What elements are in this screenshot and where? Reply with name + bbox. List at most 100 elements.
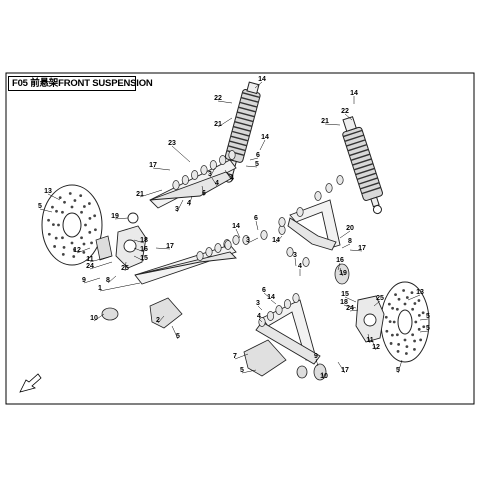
disc-hole [404,352,408,355]
callout-4: 4 [215,180,219,187]
leader-line [367,333,371,344]
disc-hole [88,230,92,234]
leader-line [344,296,357,303]
disc-hole [403,338,407,342]
leader-line [258,318,263,323]
callout-10: 10 [320,373,328,380]
callout-17: 17 [149,162,157,169]
callout-18: 18 [140,237,148,244]
leader-line [324,123,341,126]
disc-hole [397,297,401,301]
callout-14: 14 [267,294,275,301]
callout-16: 16 [140,246,148,253]
callout-13: 13 [44,188,52,195]
callout-4: 4 [257,313,261,320]
callout-5: 5 [426,325,430,332]
bushing [283,299,292,309]
disc-hole [53,245,57,248]
disc-hole [47,232,51,236]
leader-line [211,177,218,187]
leader-line [201,185,205,197]
bushing [242,235,250,245]
callout-8: 8 [348,238,352,245]
leader-line [373,300,381,307]
disc-hole [88,216,92,220]
disc-hole [61,210,64,214]
disc-hole [384,315,388,319]
leader-line [124,261,127,272]
callout-18: 18 [340,299,348,306]
disc-hole [80,210,83,214]
disc-hole [394,293,397,297]
leader-line [39,208,53,213]
disc-hole [387,302,391,306]
disc-hole [80,236,83,240]
disc-hole [417,327,421,331]
bushing [292,293,300,303]
callout-3: 3 [256,300,260,307]
leader-line [83,277,101,284]
leader-line [171,325,179,340]
callout-5: 5 [38,203,42,210]
callout-22: 22 [214,95,222,102]
disc-hole [385,329,389,333]
right-skid-plate [243,339,287,377]
callout-10: 10 [90,315,98,322]
leader-line [133,255,145,262]
bushing [286,247,294,257]
leader-line [339,267,344,277]
callout-21: 21 [321,118,329,125]
leader-line [217,117,233,128]
left-skid-plate [149,297,183,329]
left-steering-knuckle [115,212,147,269]
bushing [214,243,222,253]
disc-hole [58,196,62,200]
leader-line [176,199,184,213]
direction-arrow-icon [19,373,42,393]
disc-hole [411,307,415,311]
leader-line [349,249,363,252]
callout-12: 12 [372,344,380,351]
leader-line [188,195,193,207]
callout-12: 12 [73,247,81,254]
left-upper-a-arm [149,159,237,209]
disc-hole [403,302,407,306]
leader-lines [39,81,429,380]
bushing [191,170,199,180]
leader-line [152,167,171,171]
bushing [196,251,204,261]
callout-23: 23 [168,140,176,147]
callout-24: 24 [86,263,94,270]
bushing [296,207,304,217]
disc-hole [68,192,72,195]
right-lower-a-arm [255,299,321,365]
callout-21: 21 [136,191,144,198]
disc-hole [395,307,399,311]
leader-line [133,239,145,244]
leader-line [247,237,259,244]
disc-hole [410,291,414,295]
disc-hole [62,246,66,249]
disc-hole [413,339,416,343]
bushing [278,225,286,235]
bushing [209,160,217,170]
disc-hole [61,236,64,240]
callout-17: 17 [358,245,366,252]
callout-14: 14 [258,76,266,83]
disc-hole [422,325,426,329]
leader-line [217,100,233,104]
callout-1: 1 [98,285,102,292]
bushing [232,235,240,245]
disc-hole [72,255,76,258]
leader-line [89,261,113,270]
disc-hole [82,242,86,246]
diagram-title: F05 前悬架FRONT SUSPENSION [8,76,153,91]
disc-hole [421,311,425,315]
callout-4: 4 [298,263,302,270]
disc-hole [90,241,93,245]
bushing [219,155,227,165]
callout-3: 3 [293,252,297,259]
leader-line [315,358,319,367]
